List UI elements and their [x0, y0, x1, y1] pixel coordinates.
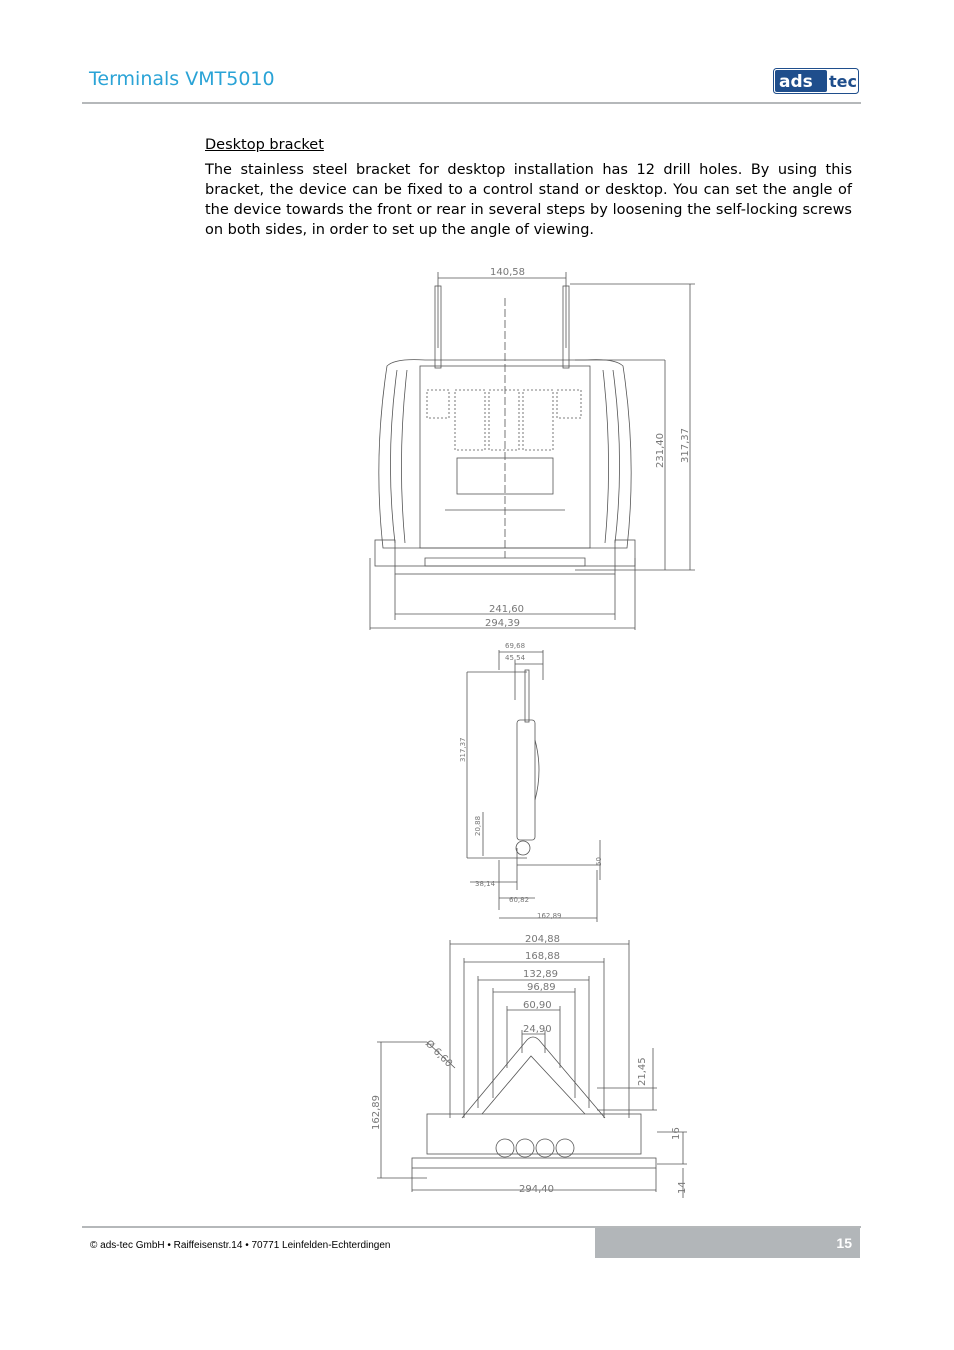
side-dim-lower: 20,88: [474, 816, 482, 836]
side-dim-right: 50: [595, 857, 603, 866]
side-dim-top-outer: 69,68: [505, 642, 525, 650]
document-title: Terminals VMT5010: [89, 68, 275, 90]
side-dim-height: 317,37: [459, 738, 467, 763]
bracket-dim-right-a: 21,45: [637, 1057, 648, 1086]
bracket-dim-6: 24,90: [523, 1024, 552, 1035]
section-paragraph: The stainless steel bracket for desktop …: [205, 162, 852, 238]
ads-tec-logo: ads tec: [773, 68, 859, 94]
side-dim-depth-b: 60,82: [509, 896, 529, 904]
logo-text-left: ads: [779, 72, 813, 92]
front-dim-inner-height: 231,40: [655, 433, 666, 468]
front-dim-top: 140,58: [490, 267, 525, 278]
side-dim-depth-c: 162,89: [537, 912, 562, 920]
front-dim-inner-width: 241,60: [489, 604, 524, 615]
bracket-dim-3: 132,89: [523, 969, 558, 980]
front-dim-outer-width: 294,39: [485, 618, 520, 629]
section-heading: Desktop bracket: [205, 137, 324, 153]
bracket-drawing: 204,88 168,88 132,89 96,89 60,90 24,90 Ø…: [367, 928, 697, 1200]
bracket-dim-1: 204,88: [525, 934, 560, 945]
bracket-dim-4: 96,89: [527, 982, 556, 993]
page-number: 15: [836, 1235, 852, 1251]
side-dim-top-inner: 45,54: [505, 654, 526, 662]
front-dim-outer-height: 317,37: [680, 428, 691, 463]
bracket-dim-height: 162,89: [371, 1095, 382, 1130]
bracket-dim-right-c: 14: [677, 1181, 688, 1194]
bracket-dim-width: 294,40: [519, 1184, 554, 1195]
bracket-dim-5: 60,90: [523, 1000, 552, 1011]
header-divider: [82, 102, 861, 104]
bracket-dim-right-b: 16: [671, 1127, 682, 1140]
footer-address: © ads-tec GmbH • Raiffeisenstr.14 • 7077…: [90, 1240, 391, 1251]
logo-text-right: tec: [829, 72, 857, 91]
footer-divider: [82, 1226, 861, 1228]
side-dim-depth-a: 38,14: [475, 880, 496, 888]
side-view-drawing: 69,68 45,54 317,37 20,88 50 38,14 60,82 …: [455, 640, 615, 922]
bracket-dim-2: 168,88: [525, 951, 560, 962]
front-view-drawing: 140,58 231,40 317,37 241,60 294,39: [365, 258, 705, 636]
page-number-box: 15: [595, 1228, 860, 1258]
